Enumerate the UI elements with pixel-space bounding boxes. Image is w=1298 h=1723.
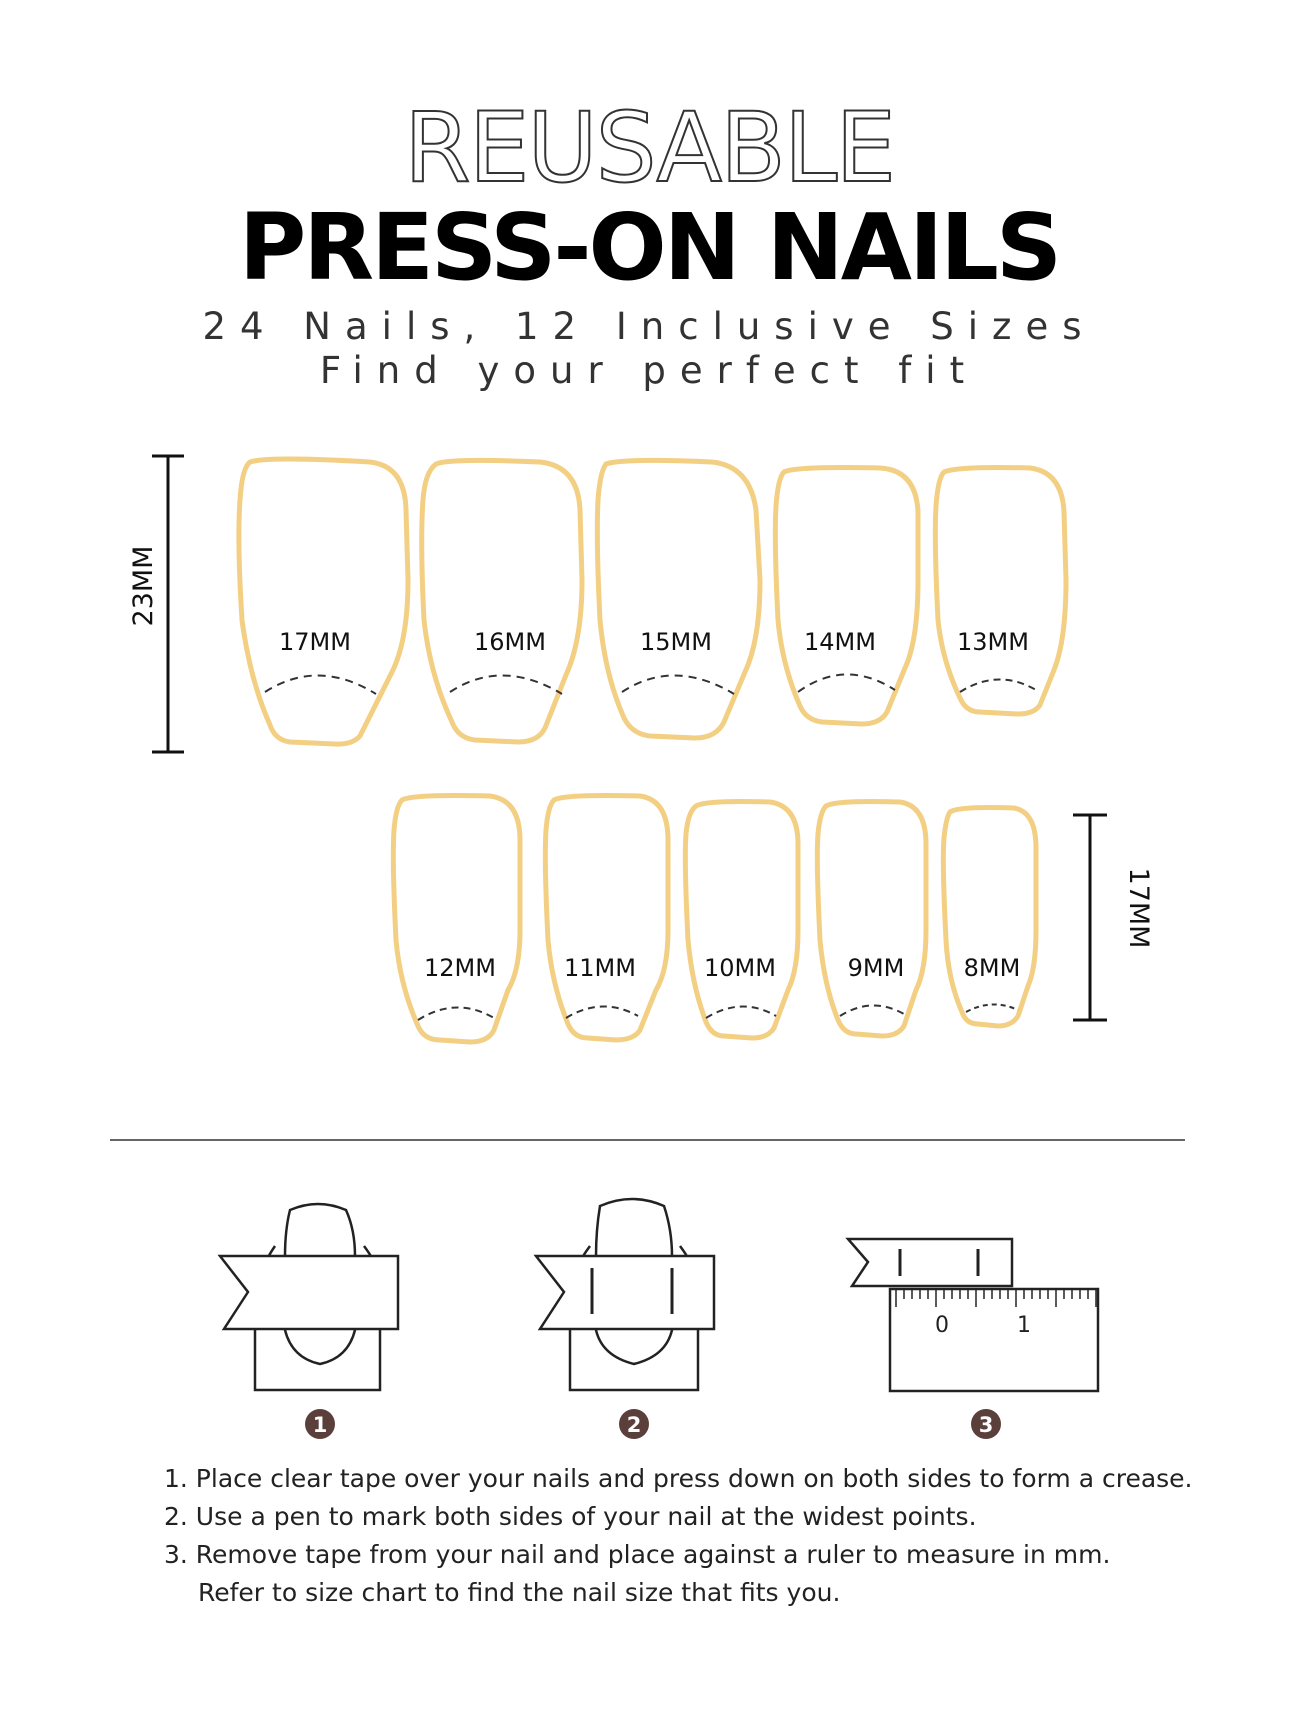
- step-number: 1: [313, 1413, 328, 1437]
- nail-9mm: 9MM: [814, 799, 929, 1039]
- nail-size-label: 15MM: [640, 628, 712, 656]
- nail-12mm: 12MM: [390, 793, 523, 1045]
- instruction-step-1: 1. Place clear tape over your nails and …: [164, 1464, 1193, 1493]
- step-1-illustration: [217, 1202, 400, 1392]
- height-marker-23mm: 23MM: [128, 454, 184, 754]
- nail-size-label: 8MM: [964, 954, 1021, 982]
- instruction-step-2: 2. Use a pen to mark both sides of your …: [164, 1502, 977, 1531]
- nail-10mm: 10MM: [682, 799, 801, 1041]
- nail-11mm: 11MM: [542, 793, 671, 1043]
- nail-size-label: 9MM: [848, 954, 905, 982]
- instruction-step-3: 3. Remove tape from your nail and place …: [164, 1540, 1111, 1569]
- title-reusable: REUSABLE: [403, 92, 897, 204]
- subtitle-nail-count: 24 Nails, 12 Inclusive Sizes: [202, 305, 1096, 348]
- ruler-ticks: [895, 1289, 1097, 1307]
- nail-13mm: 13MM: [932, 465, 1069, 717]
- measuring-instructions: 1. Place clear tape over your nails and …: [164, 1460, 1264, 1612]
- height-label-17mm: 17MM: [1123, 868, 1154, 949]
- ruler-label-0: 0: [935, 1313, 949, 1338]
- step-marker-2: 2: [619, 1409, 649, 1439]
- nail-8mm: 8MM: [940, 805, 1039, 1029]
- nail-size-label: 11MM: [564, 954, 636, 982]
- step-number: 2: [627, 1413, 642, 1437]
- instruction-step-3-continued: Refer to size chart to find the nail siz…: [198, 1578, 841, 1607]
- step-3-illustration: 0 1: [845, 1237, 1100, 1393]
- nail-size-label: 10MM: [704, 954, 776, 982]
- height-marker-17mm: 17MM: [1073, 813, 1154, 1022]
- step-2-illustration: [533, 1197, 716, 1392]
- nail-15mm: 15MM: [594, 457, 763, 741]
- ruler-label-1: 1: [1017, 1313, 1031, 1338]
- nail-size-label: 16MM: [474, 628, 546, 656]
- nail-size-label: 13MM: [957, 628, 1029, 656]
- step-marker-3: 3: [971, 1409, 1001, 1439]
- height-label-23mm: 23MM: [128, 546, 159, 627]
- nail-size-label: 12MM: [424, 954, 496, 982]
- step-number: 3: [979, 1413, 994, 1437]
- nail-size-label: 17MM: [279, 628, 351, 656]
- subtitle-tagline: Find your perfect fit: [319, 349, 979, 392]
- title-press-on-nails: PRESS-ON NAILS: [238, 194, 1062, 301]
- nail-16mm: 16MM: [419, 457, 585, 745]
- nail-size-label: 14MM: [804, 628, 876, 656]
- step-marker-1: 1: [305, 1409, 335, 1439]
- nail-14mm: 14MM: [772, 465, 921, 727]
- nail-17mm: 17MM: [236, 456, 411, 747]
